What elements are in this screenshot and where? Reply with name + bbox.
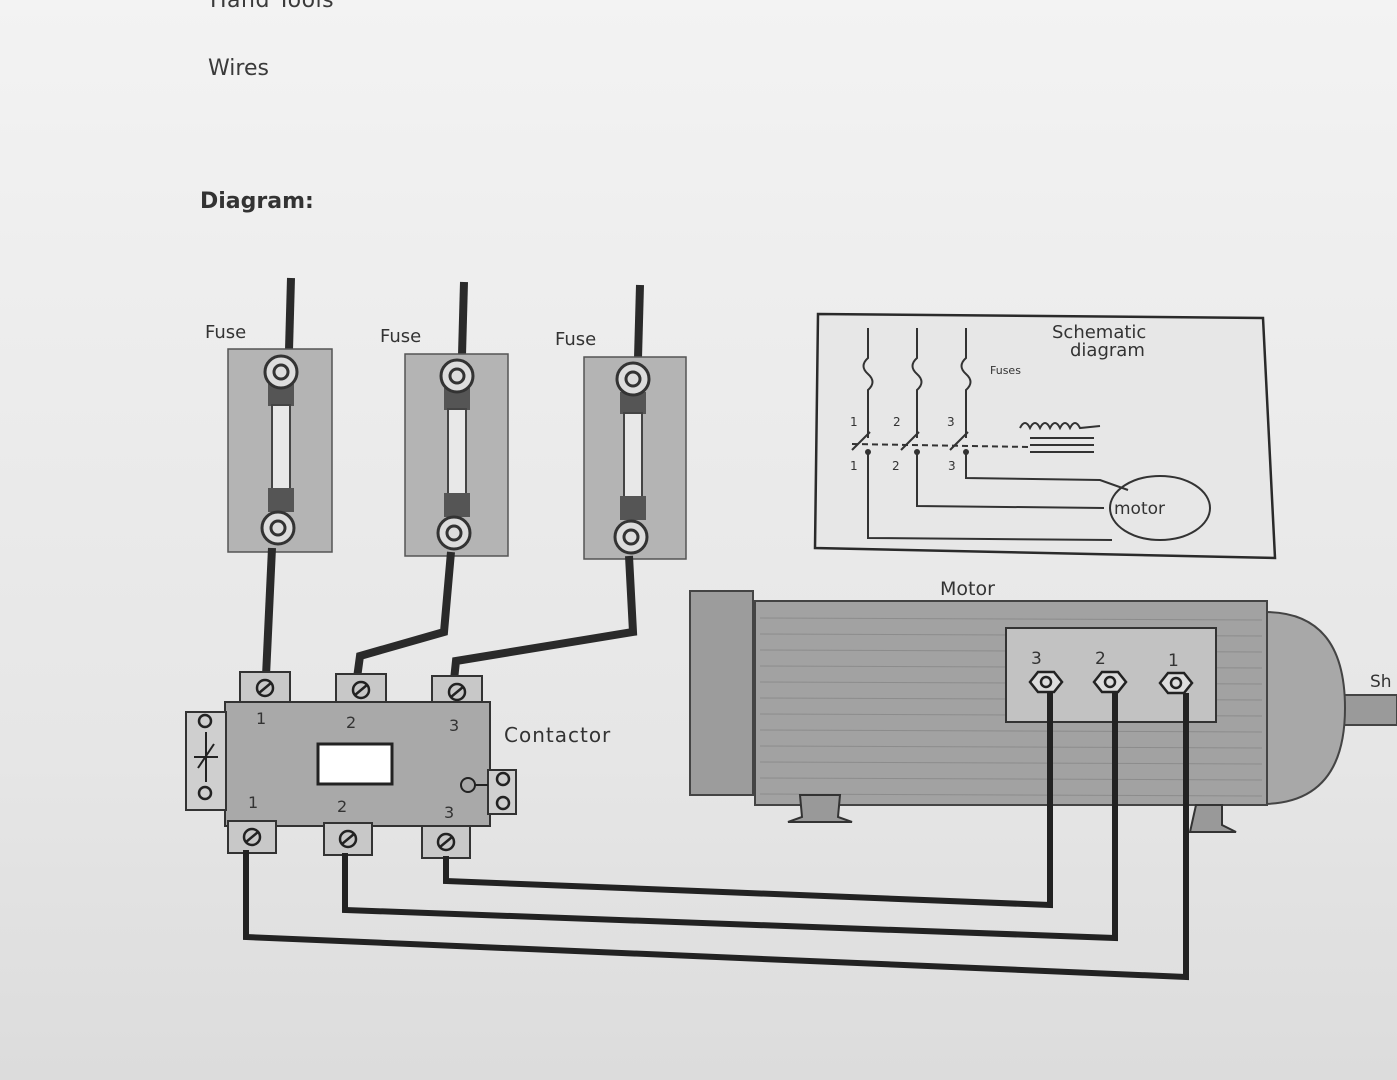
contactor-bottom-2: 2 [337, 797, 347, 816]
schematic-fuses-label: Fuses [990, 364, 1021, 377]
schematic-bottom-1: 1 [850, 459, 858, 473]
schematic-bottom-3: 3 [948, 459, 956, 473]
motor-terminal-2: 2 [1095, 649, 1106, 669]
motor-label: Motor [940, 578, 995, 600]
motor-terminal-1: 1 [1168, 651, 1179, 671]
fuse-2 [353, 281, 509, 679]
fuse-1 [227, 277, 333, 677]
schematic-title-line1: Schematic [1052, 322, 1146, 343]
contactor [185, 671, 517, 859]
contactor-top-3: 3 [449, 716, 459, 735]
aux-contact-icon [194, 732, 218, 782]
motor-terminal-3: 3 [1031, 649, 1042, 669]
schematic-top-1: 1 [850, 415, 858, 429]
shaft-label: Sh [1370, 672, 1392, 692]
schematic-diagram [813, 312, 1277, 560]
fuse-3 [450, 284, 687, 681]
contactor-terminal-screws [197, 678, 511, 852]
fuse-label-1: Fuse [205, 322, 246, 343]
motor [689, 590, 1397, 833]
wires-heading: Wires [208, 56, 269, 81]
schematic-motor-label: motor [1114, 499, 1165, 519]
fuse-label-3: Fuse [555, 329, 596, 350]
contactor-bottom-3: 3 [444, 803, 454, 822]
diagram-heading: Diagram: [200, 189, 314, 214]
fuse-label-2: Fuse [380, 326, 421, 347]
motor-wires [243, 692, 1189, 981]
schematic-top-3: 3 [947, 415, 955, 429]
contactor-label: Contactor [504, 723, 611, 747]
contactor-top-2: 2 [346, 713, 356, 732]
contactor-top-1: 1 [256, 709, 266, 728]
hand-tools-heading: Hand Tools [210, 0, 335, 13]
schematic-top-2: 2 [893, 415, 901, 429]
schematic-title-line2: diagram [1070, 340, 1145, 361]
motor-terminal-nuts [1028, 670, 1194, 695]
contactor-bottom-1: 1 [248, 793, 258, 812]
coil-terminal-icon [460, 777, 488, 794]
schematic-bottom-2: 2 [892, 459, 900, 473]
